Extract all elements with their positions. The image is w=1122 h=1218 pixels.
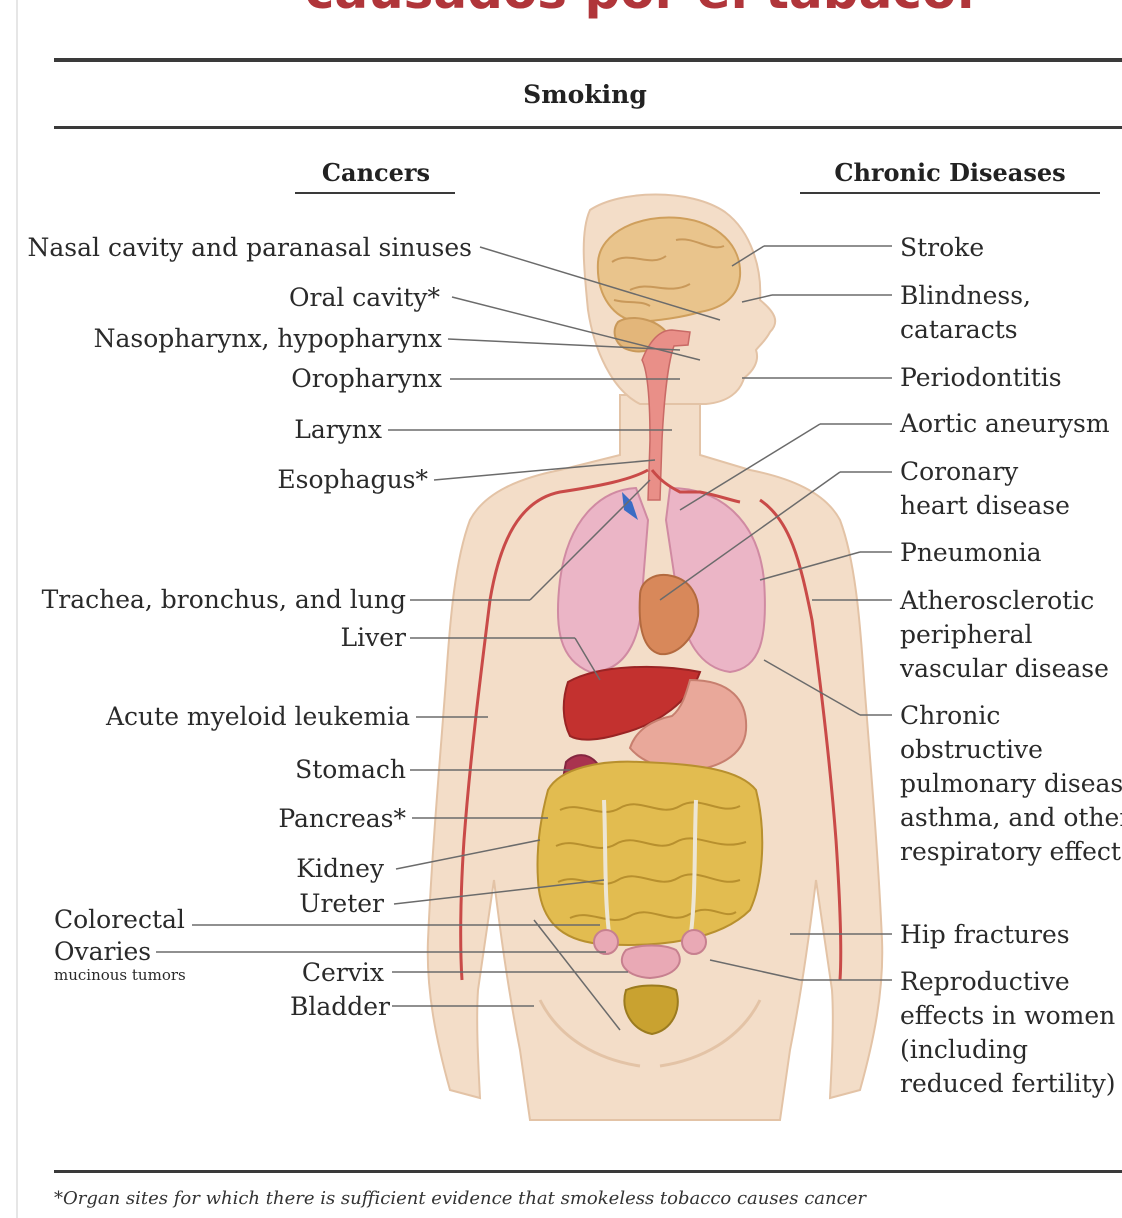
cancer-label-nasopharynx: Nasopharynx, hypopharynx	[20, 326, 442, 351]
disease-label-coronary: Coronaryheart disease	[900, 455, 1070, 523]
cancer-label-nasal-cavity: Nasal cavity and paranasal sinuses	[20, 235, 472, 260]
disease-label-stroke: Stroke	[900, 231, 984, 265]
disease-label-pneumonia: Pneumonia	[900, 536, 1042, 570]
cancer-label-bladder: Bladder	[20, 994, 390, 1019]
cancer-label-kidney: Kidney	[20, 856, 384, 881]
disease-label-copd: Chronicobstructivepulmonary disease,asth…	[900, 699, 1122, 869]
footnote: *Organ sites for which there is sufficie…	[54, 1188, 866, 1209]
cancer-label-lung: Trachea, bronchus, and lung	[20, 587, 406, 612]
cancer-label-cervix: Cervix	[20, 960, 384, 985]
disease-label-aortic-aneurysm: Aortic aneurysm	[900, 407, 1110, 441]
disease-label-atherosclerotic: Atheroscleroticperipheralvascular diseas…	[900, 584, 1109, 686]
cancer-label-liver: Liver	[20, 625, 406, 650]
cancer-label-larynx: Larynx	[20, 417, 382, 442]
cancer-label-stomach: Stomach	[20, 757, 406, 782]
disease-label-blindness: Blindness,cataracts	[900, 279, 1031, 347]
uterus	[622, 946, 680, 979]
footer-rule	[54, 1170, 1122, 1173]
cancer-label-colorectal: Colorectal	[54, 907, 185, 932]
cancer-label-esophagus: Esophagus*	[20, 467, 428, 492]
disease-label-hip-fractures: Hip fractures	[900, 918, 1070, 952]
cancer-label-oral-cavity: Oral cavity*	[20, 285, 440, 310]
cancer-label-leukemia: Acute myeloid leukemia	[20, 704, 410, 729]
cancer-label-oropharynx: Oropharynx	[20, 366, 442, 391]
disease-label-reproductive: Reproductiveeffects in women(includingre…	[900, 965, 1116, 1101]
brain	[598, 217, 740, 322]
disease-label-periodontitis: Periodontitis	[900, 361, 1062, 395]
cancer-label-pancreas: Pancreas*	[20, 806, 406, 831]
